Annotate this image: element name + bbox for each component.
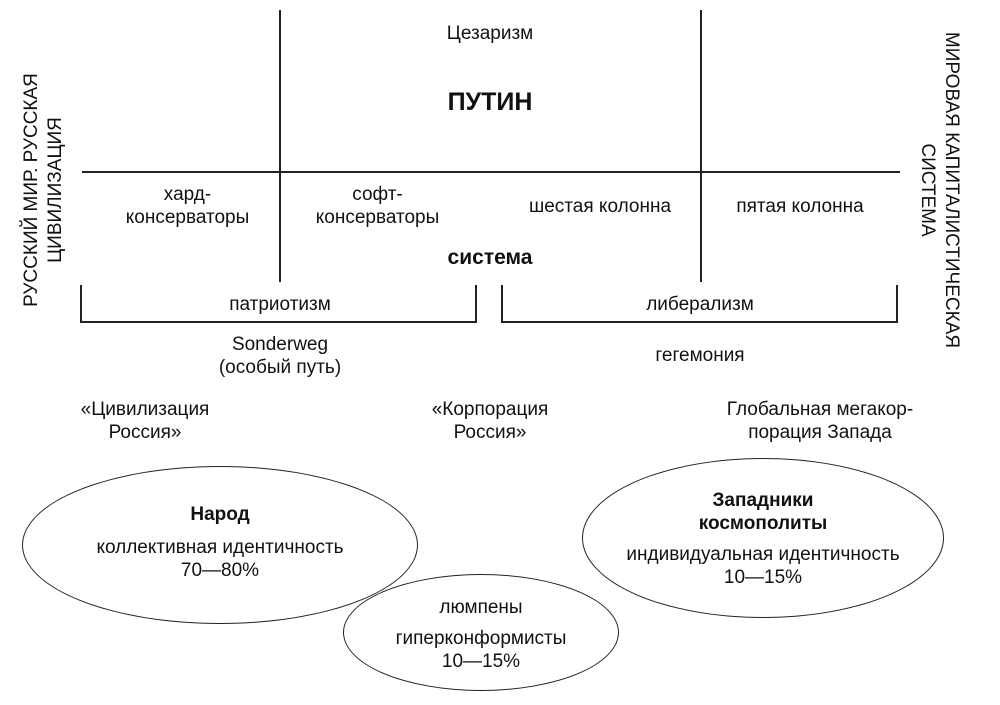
people-share: 70—80% — [180, 560, 260, 581]
people-title: Народ — [190, 504, 250, 525]
soft-conservatives-label: софт- консерваторы — [290, 183, 465, 229]
hard-conservatives-line2: консерваторы — [125, 207, 250, 228]
caesarism-label: Цезаризм — [446, 23, 534, 44]
civilization-russia-line1: «Цивилизация — [80, 399, 210, 420]
corporation-russia-line1: «Корпорация — [431, 399, 549, 420]
lumpen-share: 10—15% — [441, 651, 521, 672]
westernizers-identity: индивидуальная идентичность — [626, 544, 900, 565]
putin-label: ПУТИН — [447, 88, 533, 116]
lumpen-text: люмпены гиперконформисты 10—15% — [343, 596, 619, 673]
sonderweg-line1: Sonderweg — [231, 334, 329, 355]
sixth-column-label: шестая колонна — [528, 196, 672, 217]
westernizers-share: 10—15% — [723, 567, 803, 588]
hard-conservatives-label: хард- консерваторы — [100, 183, 275, 229]
system-label: система — [447, 246, 533, 269]
lumpen-title: люмпены — [439, 597, 523, 618]
westernizers-title-line1: Западники — [712, 490, 814, 511]
westernizers-ellipse — [582, 458, 944, 618]
sonderweg-line2: (особый путь) — [218, 357, 342, 378]
global-megacorporation-line2: порация Запада — [748, 422, 892, 443]
corporation-russia-line2: Россия» — [453, 422, 527, 443]
civilization-russia-line2: Россия» — [108, 422, 182, 443]
right-vertical-divider — [700, 10, 702, 282]
hegemony-label: гегемония — [655, 345, 745, 366]
patriotism-bracket — [80, 285, 477, 323]
horizontal-axis-line — [82, 171, 900, 173]
fifth-column-label: пятая колонна — [736, 196, 864, 217]
soft-conservatives-line1: софт- — [352, 184, 403, 205]
soft-conservatives-line2: консерваторы — [315, 207, 440, 228]
westernizers-text: Западники космополиты индивидуальная иде… — [582, 489, 944, 589]
westernizers-title-line2: космополиты — [698, 513, 828, 534]
civilization-russia-label: «Цивилизация Россия» — [45, 398, 245, 444]
liberalism-label: либерализм — [646, 294, 754, 315]
liberalism-bracket — [501, 285, 898, 323]
left-vertical-divider — [279, 10, 281, 282]
people-identity: коллективная идентичность — [96, 537, 344, 558]
sonderweg-label: Sonderweg (особый путь) — [180, 333, 380, 379]
hard-conservatives-line1: хард- — [163, 184, 212, 205]
lumpen-ellipse — [343, 574, 619, 691]
lumpen-identity: гиперконформисты — [395, 628, 567, 649]
patriotism-label: патриотизм — [229, 294, 331, 315]
people-text: Народ коллективная идентичность 70—80% — [22, 503, 418, 582]
global-megacorporation-label: Глобальная мегакор- порация Запада — [700, 398, 940, 444]
corporation-russia-label: «Корпорация Россия» — [390, 398, 590, 444]
global-megacorporation-line1: Глобальная мегакор- — [726, 399, 914, 420]
people-ellipse — [22, 466, 418, 624]
